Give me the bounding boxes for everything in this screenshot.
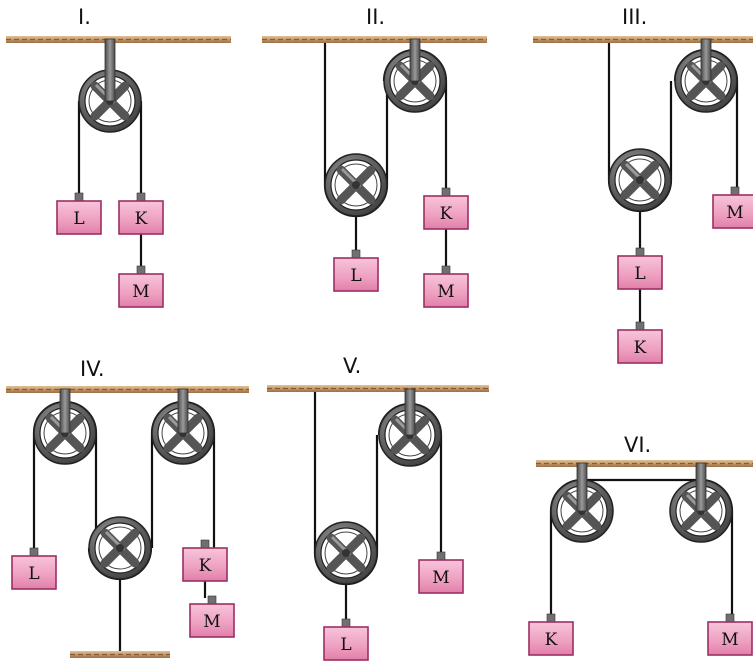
weight-M-II-label: M: [437, 282, 454, 302]
weight-L-V-label: L: [340, 635, 351, 655]
pulley-I: [78, 38, 142, 133]
diagram-label-II: II.: [366, 5, 385, 29]
weight-K-IV-label: K: [199, 556, 212, 576]
weight-M-VI: M: [707, 613, 753, 656]
weight-K-III: K: [617, 321, 663, 364]
weight-L-III: L: [617, 247, 663, 290]
pulley-IV-movable: [88, 516, 152, 580]
ceilings-layer: [6, 36, 753, 658]
pulley-V-fixed: [378, 388, 442, 467]
weight-L-III-label: L: [634, 264, 645, 284]
pulley-III-movable: [608, 148, 672, 212]
weight-K-II: K: [423, 187, 469, 230]
ceiling-IV-bottom: [70, 651, 170, 658]
weight-K-I: K: [118, 192, 164, 235]
pulley-VI-left: [550, 462, 614, 543]
pulley-IV-right: [151, 388, 215, 465]
pulley-II-fixed: [383, 38, 447, 113]
weight-M-VI-label: M: [721, 630, 738, 650]
weight-K-VI: K: [528, 613, 574, 656]
weight-K-III-label: K: [634, 338, 647, 358]
weight-K-II-label: K: [440, 204, 453, 224]
weight-M-I: M: [118, 265, 164, 308]
pulley-VI-left-axle-bar: [576, 462, 588, 512]
pulley-II-fixed-axle-bar: [409, 38, 421, 82]
weight-M-V: M: [418, 551, 464, 594]
weight-L-I-label: L: [73, 209, 84, 229]
pulley-I-axle-bar: [104, 38, 116, 102]
diagram-label-V: V.: [343, 354, 361, 378]
pulley-VI-right-axle-bar: [695, 462, 707, 512]
weight-K-I-label: K: [135, 209, 148, 229]
weight-L-V: L: [323, 618, 369, 661]
diagram-label-III: III.: [622, 5, 647, 29]
diagram-label-VI: VI.: [624, 433, 651, 457]
ceiling-II: [262, 36, 487, 43]
ceiling-V: [267, 385, 489, 392]
ceiling-VI: [536, 460, 753, 467]
weight-L-IV: L: [11, 547, 57, 590]
diagram-label-IV: IV.: [80, 357, 105, 381]
ceiling-I: [6, 36, 231, 43]
weight-M-II: M: [423, 265, 469, 308]
pulley-V-fixed-axle-bar: [404, 388, 416, 436]
pulley-IV-right-axle-bar: [177, 388, 189, 434]
pulley-VI-right: [669, 462, 733, 543]
weight-M-I-label: M: [132, 282, 149, 302]
weight-L-II-label: L: [350, 266, 361, 286]
weight-K-VI-label: K: [545, 630, 558, 650]
weight-L-I: L: [56, 192, 102, 235]
pulley-V-movable: [314, 521, 378, 585]
weight-M-V-label: M: [432, 568, 449, 588]
weight-K-IV: K: [182, 539, 228, 582]
weights-layer: L K M K M L M L K L K M M L K M: [11, 186, 753, 661]
weight-M-III-label: M: [726, 203, 743, 223]
pulleys-layer: [33, 38, 738, 585]
pulley-IV-left-axle-bar: [59, 388, 71, 434]
ceiling-IV-top: [6, 386, 249, 393]
pulley-II-movable: [324, 153, 388, 217]
diagram-label-I: I.: [78, 5, 91, 29]
pulley-III-fixed-axle-bar: [700, 38, 712, 82]
weight-M-III: M: [712, 186, 753, 229]
weight-M-IV-label: M: [203, 612, 220, 632]
weight-L-IV-label: L: [28, 564, 39, 584]
pulley-III-fixed: [674, 38, 738, 113]
ceiling-III: [533, 36, 753, 43]
pulley-IV-left: [33, 388, 97, 465]
weight-L-II: L: [333, 249, 379, 292]
weight-M-IV: M: [189, 595, 235, 638]
